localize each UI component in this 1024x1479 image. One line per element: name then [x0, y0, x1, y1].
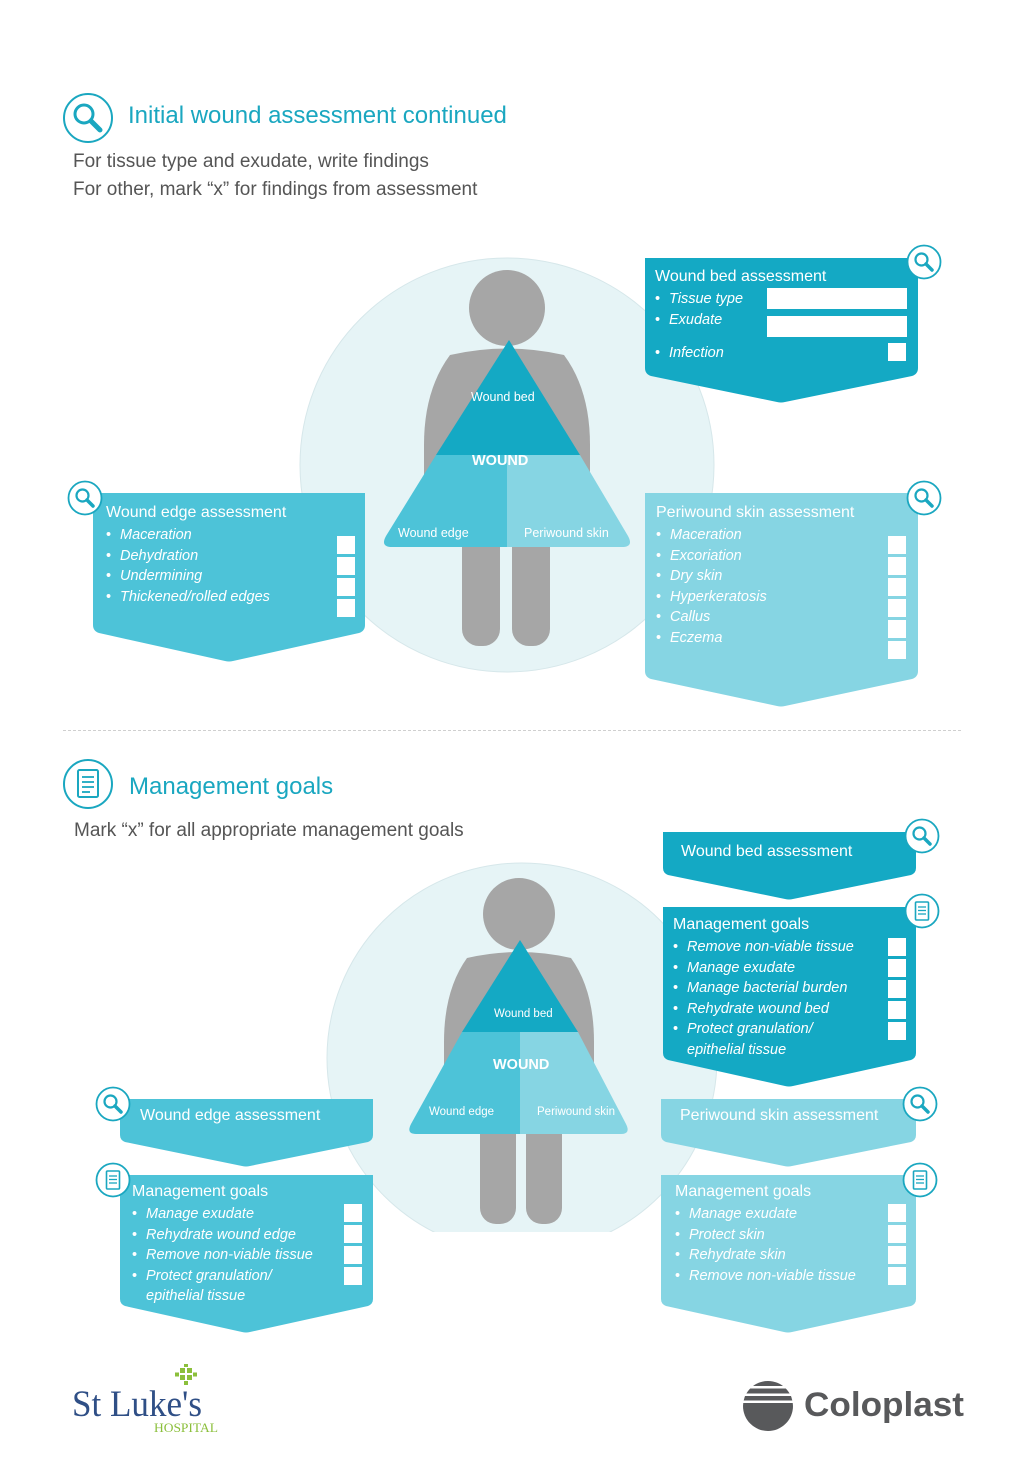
- protect-skin-label: Protect skin: [675, 1225, 880, 1246]
- peri-remove-nonviable-label: Remove non-viable tissue: [675, 1266, 880, 1287]
- wound-bed-panel-title: Wound bed assessment: [655, 268, 827, 285]
- rehydrate-wound-edge-checkbox[interactable]: [344, 1225, 362, 1243]
- wound-edge-panel-title: Wound edge assessment: [106, 504, 287, 521]
- exudate-label: Exudate: [655, 310, 765, 331]
- excoriation-checkbox[interactable]: [888, 557, 906, 575]
- rehydrate-wound-bed-label: Rehydrate wound bed: [673, 999, 878, 1020]
- section-title: Management goals: [129, 773, 334, 800]
- wound-bed-goals-title: Management goals: [673, 916, 810, 933]
- dehydration-label: Dehydration: [106, 546, 331, 567]
- remove-nonviable-checkbox[interactable]: [888, 938, 906, 956]
- dehydration-checkbox[interactable]: [337, 557, 355, 575]
- figure-periwound-label: Periwound skin: [537, 1106, 615, 1118]
- manage-exudate-label: Manage exudate: [673, 958, 878, 979]
- svg-text:HOSPITAL: HOSPITAL: [154, 1420, 218, 1435]
- peri-maceration-checkbox[interactable]: [888, 536, 906, 554]
- figure-wound-edge-label: Wound edge: [398, 526, 469, 540]
- search-icon: [904, 818, 940, 854]
- wound-edge-goals-title: Management goals: [132, 1183, 269, 1200]
- figure-wound-edge-label: Wound edge: [429, 1106, 495, 1118]
- edge-protect-granulation-label: Protect granulation/ epithelial tissue: [132, 1266, 306, 1307]
- peri-manage-exudate-label: Manage exudate: [675, 1204, 880, 1225]
- maceration-checkbox[interactable]: [337, 536, 355, 554]
- wound-bed-header-shape: [663, 832, 916, 900]
- periwound-goals-title: Management goals: [675, 1183, 812, 1200]
- wound-body-figure: [326, 862, 718, 1232]
- search-icon: [63, 93, 113, 143]
- thickened-edges-checkbox[interactable]: [337, 599, 355, 617]
- st-lukes-hospital-logo: St Luke's HOSPITAL: [72, 1364, 218, 1435]
- search-icon: [906, 480, 942, 516]
- edge-manage-exudate-label: Manage exudate: [132, 1204, 332, 1225]
- protect-granulation-label: Protect granulation/ epithelial tissue: [673, 1019, 847, 1060]
- manage-bacterial-burden-checkbox[interactable]: [888, 980, 906, 998]
- hyperkeratosis-checkbox[interactable]: [888, 599, 906, 617]
- thickened-edges-label: Thickened/rolled edges: [106, 587, 331, 608]
- instructions-line: Mark “x” for all appropriate management …: [74, 820, 464, 841]
- document-icon: [902, 1162, 938, 1198]
- document-icon: [63, 759, 113, 809]
- eczema-checkbox[interactable]: [888, 641, 906, 659]
- wound-edge-header-title: Wound edge assessment: [140, 1107, 321, 1124]
- rehydrate-wound-bed-checkbox[interactable]: [888, 1001, 906, 1019]
- svg-text:Coloplast: Coloplast: [804, 1386, 964, 1424]
- eczema-label: Eczema: [656, 628, 876, 649]
- wound-bed-header-title: Wound bed assessment: [681, 843, 853, 860]
- manage-bacterial-burden-label: Manage bacterial burden: [673, 978, 878, 999]
- wound-body-figure: [299, 257, 715, 673]
- callus-label: Callus: [656, 607, 876, 628]
- figure-wound-label: WOUND: [472, 453, 529, 469]
- dry-skin-label: Dry skin: [656, 566, 876, 587]
- periwound-header-shape: [661, 1099, 916, 1167]
- rehydrate-skin-label: Rehydrate skin: [675, 1245, 880, 1266]
- peri-manage-exudate-checkbox[interactable]: [888, 1204, 906, 1222]
- protect-skin-checkbox[interactable]: [888, 1225, 906, 1243]
- hyperkeratosis-label: Hyperkeratosis: [656, 587, 876, 608]
- instructions-line-2: For other, mark “x” for findings from as…: [73, 179, 478, 200]
- infection-checkbox[interactable]: [888, 343, 906, 361]
- infection-label: Infection: [655, 343, 765, 364]
- remove-nonviable-label: Remove non-viable tissue: [673, 937, 878, 958]
- callus-checkbox[interactable]: [888, 620, 906, 638]
- tissue-type-label: Tissue type: [655, 289, 765, 310]
- edge-remove-nonviable-checkbox[interactable]: [344, 1246, 362, 1264]
- document-icon: [904, 893, 940, 929]
- search-icon: [67, 480, 103, 516]
- search-icon: [95, 1086, 131, 1122]
- figure-periwound-label: Periwound skin: [524, 526, 609, 540]
- maceration-label: Maceration: [106, 525, 331, 546]
- figure-wound-bed-label: Wound bed: [471, 390, 535, 404]
- undermining-checkbox[interactable]: [337, 578, 355, 596]
- coloplast-logo: Coloplast: [743, 1381, 964, 1431]
- figure-wound-label: WOUND: [493, 1057, 550, 1073]
- figure-wound-bed-label: Wound bed: [494, 1008, 553, 1020]
- rehydrate-wound-edge-label: Rehydrate wound edge: [132, 1225, 332, 1246]
- search-icon: [902, 1086, 938, 1122]
- rehydrate-skin-checkbox[interactable]: [888, 1246, 906, 1264]
- undermining-label: Undermining: [106, 566, 331, 587]
- edge-manage-exudate-checkbox[interactable]: [344, 1204, 362, 1222]
- protect-granulation-checkbox[interactable]: [888, 1022, 906, 1040]
- exudate-field[interactable]: [767, 316, 907, 337]
- section-divider: [63, 730, 961, 731]
- excoriation-label: Excoriation: [656, 546, 876, 567]
- edge-protect-granulation-checkbox[interactable]: [344, 1267, 362, 1285]
- periwound-panel-title: Periwound skin assessment: [656, 504, 855, 521]
- wound-edge-header-shape: [120, 1099, 373, 1167]
- peri-maceration-label: Maceration: [656, 525, 876, 546]
- edge-remove-nonviable-label: Remove non-viable tissue: [132, 1245, 332, 1266]
- peri-remove-nonviable-checkbox[interactable]: [888, 1267, 906, 1285]
- periwound-header-title: Periwound skin assessment: [680, 1107, 879, 1124]
- tissue-type-field[interactable]: [767, 288, 907, 309]
- instructions-line-1: For tissue type and exudate, write findi…: [73, 151, 429, 172]
- document-icon: [95, 1162, 131, 1198]
- section-title: Initial wound assessment continued: [128, 102, 507, 129]
- dry-skin-checkbox[interactable]: [888, 578, 906, 596]
- manage-exudate-checkbox[interactable]: [888, 959, 906, 977]
- search-icon: [906, 244, 942, 280]
- svg-text:St Luke's: St Luke's: [72, 1384, 202, 1425]
